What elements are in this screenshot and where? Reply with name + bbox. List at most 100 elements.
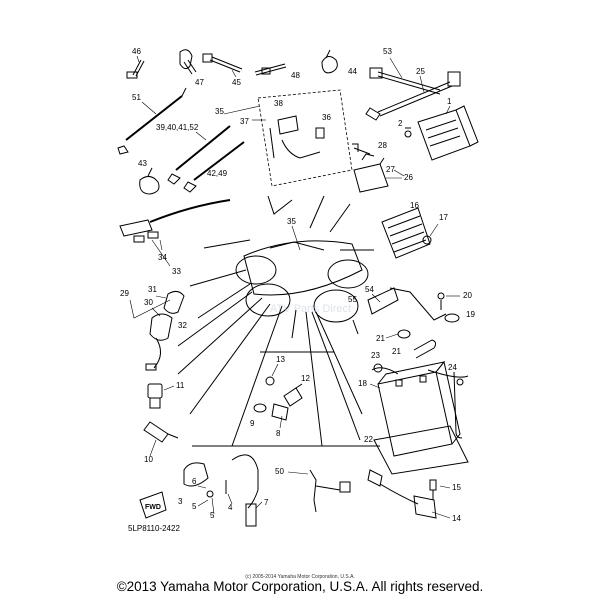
ignition-coil-3-7[interactable] [183, 454, 259, 527]
cable-tie-45[interactable] [202, 53, 243, 73]
callout-18: 18 [358, 379, 367, 388]
copyright-notice: ©2013 Yamaha Motor Corporation, U.S.A. A… [116, 579, 484, 594]
callout-45: 45 [232, 78, 241, 87]
lead-39[interactable] [167, 125, 231, 185]
callout-50: 50 [275, 467, 284, 476]
small-copyright: (c) 2005-2014 Yamaha Motor Corporation, … [245, 574, 355, 580]
callout-38: 38 [274, 99, 283, 108]
callout-36: 36 [322, 113, 331, 122]
callout-33: 33 [172, 267, 181, 276]
guide-lines [177, 195, 380, 447]
bracket-54[interactable] [367, 287, 447, 321]
bolt-28[interactable] [352, 143, 371, 155]
lead-25[interactable] [365, 71, 461, 121]
callout-17: 17 [439, 213, 448, 222]
callout-12: 12 [301, 374, 310, 383]
washer-13[interactable] [265, 376, 275, 386]
callout-34: 34 [158, 253, 167, 262]
callout-53: 53 [383, 47, 392, 56]
sensor-14[interactable] [367, 469, 437, 519]
callout-28: 28 [378, 141, 387, 150]
callout-5: 5 [192, 502, 197, 511]
switch-11[interactable] [147, 383, 163, 409]
callout-7: 7 [264, 498, 269, 507]
atv-silhouette [235, 240, 369, 323]
callout-26: 26 [404, 173, 413, 182]
sensor-50[interactable] [309, 469, 351, 513]
damper-19[interactable] [444, 313, 460, 323]
holder-44[interactable] [321, 49, 338, 74]
callout-16: 16 [410, 201, 419, 210]
callout-23: 23 [371, 351, 380, 360]
fwd-label: FWD [145, 504, 161, 511]
callout-14: 14 [452, 514, 461, 523]
callout-29: 29 [120, 289, 129, 298]
battery-18[interactable] [377, 360, 461, 457]
callout-54: 54 [365, 285, 374, 294]
callout-46: 46 [132, 47, 141, 56]
callout-11: 11 [176, 381, 185, 390]
callout-42-49: 42,49 [207, 169, 228, 178]
callout-24: 24 [448, 363, 457, 372]
nut-17[interactable] [422, 235, 432, 245]
watermark: ATV Parts Direct [270, 303, 351, 315]
callout-27: 27 [386, 165, 395, 174]
bolt-55[interactable] [352, 319, 359, 335]
harness-connectors-33-34[interactable] [119, 199, 231, 243]
cover-22[interactable] [373, 425, 469, 475]
callout-31: 31 [148, 285, 157, 294]
sensor-10[interactable] [143, 421, 179, 443]
callout-55: 55 [348, 295, 357, 304]
callout-22: 22 [364, 435, 373, 444]
callout-51: 51 [132, 93, 141, 102]
callout-25: 25 [416, 67, 425, 76]
bolt-20[interactable] [437, 292, 445, 310]
lead-42-49[interactable] [183, 141, 245, 193]
cable-23[interactable] [371, 363, 399, 375]
callout-1: 1 [447, 97, 452, 106]
bolt-2[interactable] [404, 127, 412, 138]
lead-51[interactable] [117, 87, 187, 155]
cdi-unit-1[interactable] [417, 105, 479, 161]
callout-48: 48 [291, 71, 300, 80]
switch-8[interactable] [271, 403, 289, 421]
callout-35-top: 35 [215, 107, 224, 116]
callout-3: 3 [178, 497, 183, 506]
callout-39-40-41-52: 39,40,41,52 [156, 123, 199, 132]
washer-21a[interactable] [397, 329, 411, 339]
bolt-15[interactable] [429, 479, 437, 500]
callout-6: 6 [192, 477, 197, 486]
callout-9: 9 [250, 419, 255, 428]
clamp-43[interactable] [139, 167, 160, 195]
callout-32: 32 [178, 321, 187, 330]
callout-10: 10 [144, 455, 153, 464]
cable-tie-46[interactable] [126, 59, 145, 79]
band-21b[interactable] [413, 339, 437, 359]
harness-sub-box[interactable] [257, 89, 353, 187]
callout-37: 37 [240, 117, 249, 126]
callout-8: 8 [276, 429, 281, 438]
callout-4: 4 [228, 503, 233, 512]
clamp-47[interactable] [179, 49, 197, 75]
gasket-9[interactable] [253, 403, 267, 413]
callout-13: 13 [276, 355, 285, 364]
callout-21-b: 21 [392, 347, 401, 356]
callout-35-center: 35 [287, 217, 296, 226]
starter-relay-26[interactable] [353, 153, 389, 193]
callout-5b: 5 [210, 511, 215, 520]
callout-19: 19 [466, 310, 475, 319]
callout-30: 30 [144, 298, 153, 307]
callout-21-a: 21 [376, 334, 385, 343]
callout-47: 47 [195, 78, 204, 87]
fwd-arrow: FWD [139, 491, 167, 519]
callout-43: 43 [138, 159, 147, 168]
cable-tie-48[interactable] [254, 63, 287, 76]
callout-20: 20 [463, 291, 472, 300]
rectifier-16[interactable] [381, 207, 431, 259]
callout-15: 15 [452, 483, 461, 492]
cable-24[interactable] [427, 369, 469, 439]
callout-44: 44 [348, 67, 357, 76]
callout-2: 2 [398, 119, 403, 128]
switch-12[interactable] [283, 383, 303, 407]
